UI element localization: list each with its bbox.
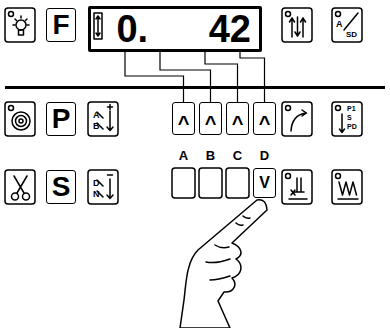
icon-frame	[332, 102, 362, 136]
key-letter: A	[179, 149, 188, 162]
lower-key	[226, 168, 249, 198]
bulb-glass	[16, 20, 26, 30]
icon-letter: PD	[347, 123, 357, 130]
indicator-led	[336, 174, 341, 179]
key-text: S	[52, 173, 71, 201]
cursor-box	[94, 13, 102, 39]
key-text: 0. 42	[116, 10, 251, 48]
signal-line	[125, 52, 184, 102]
light-rays	[13, 16, 29, 25]
icon-letter: A	[336, 20, 343, 29]
arrow-down	[340, 114, 345, 133]
indicator-led	[9, 106, 14, 111]
up-key: ^	[226, 102, 249, 135]
icon-frame	[88, 102, 118, 136]
icon-frame	[282, 170, 312, 204]
lower-key	[172, 168, 195, 198]
lower-key	[199, 168, 222, 198]
bobbin-middle	[16, 116, 27, 127]
icon-frame	[332, 170, 362, 204]
slash	[344, 13, 358, 30]
arrow-up	[301, 18, 306, 37]
key-text: ^	[178, 113, 190, 133]
indicator-led	[336, 12, 341, 17]
arrow-up	[290, 18, 295, 37]
icon-frame	[332, 8, 362, 42]
lamp-icon	[5, 8, 35, 42]
icon-frame	[5, 102, 35, 136]
up-key: ^	[172, 102, 195, 135]
icon-frame	[282, 8, 312, 42]
icon-letter: N	[93, 190, 100, 199]
scissor-blades	[14, 176, 27, 193]
signal-line	[160, 52, 211, 102]
icon-frame	[282, 102, 312, 136]
foot-symbol	[289, 178, 307, 199]
key-text: P	[52, 105, 71, 133]
key-text: ^	[205, 113, 217, 133]
key-text: F	[52, 11, 69, 39]
plus-arrow	[107, 105, 113, 131]
needle-position-icon	[282, 8, 312, 42]
presser-foot-icon	[282, 102, 312, 136]
base-line	[338, 198, 358, 200]
indicator-led	[286, 12, 291, 17]
pointing-hand	[180, 200, 267, 328]
minus-arrow	[107, 175, 113, 199]
icon-frame	[5, 8, 35, 42]
finger-creases	[206, 216, 250, 280]
icon-letter: SD	[346, 31, 357, 39]
key-letter: D	[260, 149, 269, 162]
indicator-led	[286, 174, 291, 179]
bobbin-icon	[5, 102, 35, 136]
icon-letter: D	[93, 179, 100, 188]
signal-line	[240, 52, 265, 102]
display-cursor-glyph	[94, 13, 102, 39]
bulb-base	[19, 30, 24, 35]
led-display: 0. 42	[88, 6, 262, 52]
zigzag-line	[339, 182, 357, 195]
icon-letter: A	[93, 111, 100, 120]
up-key: ^	[199, 102, 222, 135]
key-text: ^	[259, 113, 271, 133]
icon-letter: S	[347, 114, 352, 121]
cursor-arrows	[96, 16, 100, 36]
program-key: P	[46, 102, 76, 136]
down-key: V	[253, 168, 276, 198]
hand-outline	[180, 200, 267, 328]
scissor-ring	[12, 193, 19, 200]
zigzag-icon	[332, 170, 362, 204]
signal-line	[205, 52, 238, 102]
set-key: S	[46, 170, 76, 204]
auto-start-icon	[332, 8, 362, 42]
stitch-count-icon	[88, 170, 118, 204]
key-text: V	[259, 175, 270, 191]
bobbin-core	[19, 119, 23, 123]
key-letter: B	[206, 149, 215, 162]
indicator-led	[336, 106, 341, 111]
key-text: ^	[232, 113, 244, 133]
divider-bar	[5, 86, 385, 89]
curved-arrow	[291, 110, 307, 131]
program-icon	[332, 102, 362, 136]
icon-set	[5, 8, 385, 328]
thread-trim-icon	[282, 170, 312, 204]
up-key: ^	[253, 102, 276, 135]
function-key: F	[46, 8, 76, 42]
indicator-led	[9, 12, 14, 17]
bobbin-outer	[12, 112, 30, 130]
icon-frame	[5, 170, 35, 204]
key-letter: C	[233, 149, 242, 162]
scissors-icon	[5, 170, 35, 204]
scissor-ring	[23, 193, 30, 200]
indicator-led	[286, 106, 291, 111]
icon-frame	[88, 170, 118, 204]
icon-letter: P1	[347, 105, 356, 112]
arrow-down	[295, 17, 300, 36]
bartack-icon	[88, 102, 118, 136]
icon-letter: B	[93, 122, 100, 131]
